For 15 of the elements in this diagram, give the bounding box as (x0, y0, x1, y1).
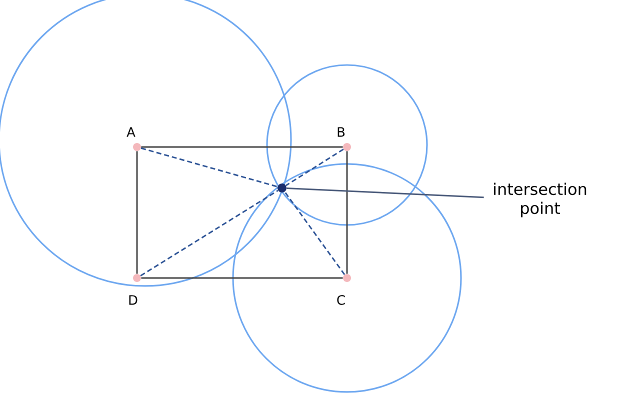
point-label: intersection point (494, 182, 586, 218)
point (278, 184, 286, 192)
leader-line (286, 187, 484, 198)
rectangle-side (346, 151, 348, 274)
dashed-line (140, 147, 278, 188)
point-letter: A (126, 127, 136, 137)
point-letter: B (338, 127, 345, 137)
point-letter: D (129, 295, 138, 305)
dashed-line (140, 190, 278, 276)
rectangle-side (141, 277, 343, 279)
rectangle-side (141, 146, 343, 148)
point-letter: C (337, 295, 345, 305)
dashed-line (284, 191, 346, 276)
rectangle-side (136, 151, 138, 274)
dashed-line (286, 148, 344, 186)
